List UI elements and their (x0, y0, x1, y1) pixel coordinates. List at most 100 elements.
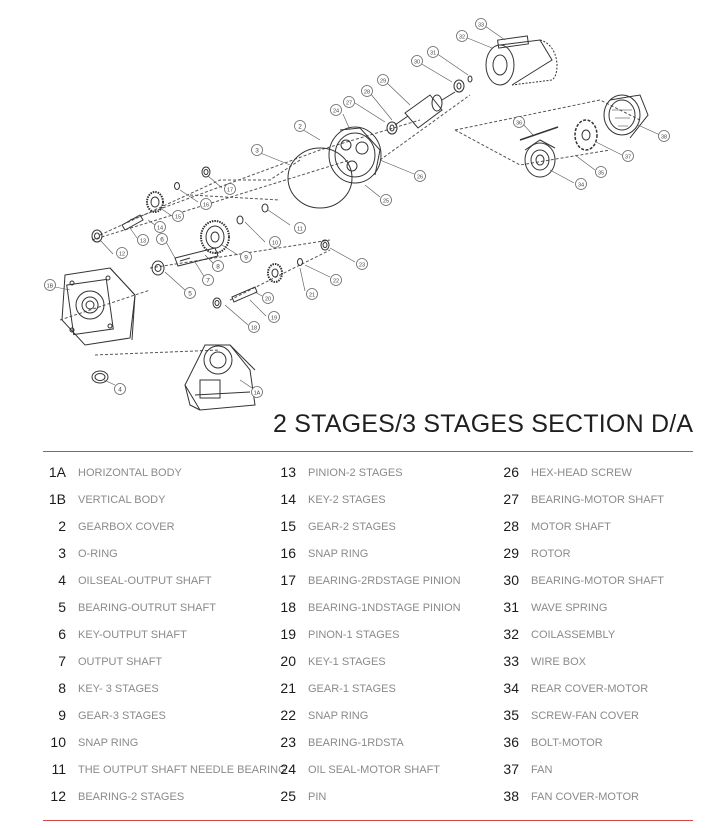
part-number: 22 (280, 707, 296, 723)
divider-bottom (43, 820, 693, 821)
callout-17: 17 (224, 183, 236, 195)
part-label: WIRE BOX (531, 656, 587, 668)
part-number: 4 (58, 572, 66, 588)
part-number: 32 (503, 626, 519, 642)
callout-11: 11 (294, 222, 306, 234)
part-number: 30 (503, 572, 519, 588)
part-label: HEX-HEAD SCREW (531, 467, 632, 479)
part-label: WAVE SPRING (531, 602, 608, 614)
callout-32: 32 (456, 30, 468, 42)
callout-7: 7 (202, 274, 214, 286)
svg-text:19: 19 (271, 315, 277, 321)
part-number: 17 (280, 572, 296, 588)
callout-38: 38 (658, 130, 670, 142)
part-number: 15 (280, 518, 296, 534)
svg-text:25: 25 (383, 198, 389, 204)
output-shaft-part (174, 247, 219, 267)
svg-text:24: 24 (333, 108, 339, 114)
part-number: 19 (280, 626, 296, 642)
part-number: 26 (503, 464, 519, 480)
svg-text:26: 26 (417, 174, 423, 180)
svg-text:8: 8 (216, 263, 220, 270)
divider-top (43, 451, 693, 452)
svg-text:37: 37 (625, 154, 631, 160)
callout-26: 26 (414, 170, 426, 182)
svg-text:31: 31 (430, 50, 436, 56)
part-number: 20 (280, 653, 296, 669)
part-number: 29 (503, 545, 519, 561)
callout-36: 36 (513, 116, 525, 128)
part-label: PIN (308, 791, 327, 803)
callout-4: 4 (114, 383, 126, 395)
part-number: 34 (503, 680, 519, 696)
rotor-part (386, 75, 473, 135)
part-label: VERTICAL BODY (78, 494, 166, 506)
pinion-1-part (231, 286, 258, 303)
svg-text:34: 34 (578, 182, 584, 188)
part-label: BOLT-MOTOR (531, 737, 603, 749)
callout-23: 23 (356, 258, 368, 270)
part-number: 1A (48, 464, 66, 480)
part-label: PINION-2 STAGES (308, 467, 403, 479)
callout-16: 16 (200, 198, 212, 210)
fan-cover-part (603, 94, 649, 139)
svg-text:33: 33 (478, 22, 484, 28)
pinion-2-part (121, 214, 144, 231)
part-number: 21 (280, 680, 296, 696)
part-number: 37 (503, 761, 519, 777)
callout-9: 9 (240, 251, 252, 263)
part-number: 16 (280, 545, 296, 561)
section-title: 2 STAGES/3 STAGES SECTION D/A (273, 410, 694, 438)
part-label: BEARING-MOTOR SHAFT (531, 494, 665, 506)
part-label: OIL SEAL-MOTOR SHAFT (308, 764, 441, 776)
part-number: 5 (58, 599, 66, 615)
part-label: GEAR-1 STAGES (308, 683, 396, 695)
svg-text:14: 14 (157, 225, 163, 231)
svg-text:35: 35 (598, 170, 604, 176)
part-number: 33 (503, 653, 519, 669)
callout-37: 37 (622, 150, 634, 162)
part-number: 13 (280, 464, 296, 480)
part-label: OUTPUT SHAFT (78, 656, 163, 668)
svg-text:29: 29 (380, 78, 386, 84)
gearbox-cover-part (328, 126, 382, 184)
part-label: SCREW-FAN COVER (531, 710, 639, 722)
callout-1B: 1B (44, 279, 56, 291)
part-number: 1B (48, 491, 66, 507)
part-label: FAN COVER-MOTOR (531, 791, 639, 803)
part-label: HORIZONTAL BODY (78, 467, 182, 479)
part-label: GEAR-3 STAGES (78, 710, 166, 722)
part-label: KEY- 3 STAGES (78, 683, 159, 695)
callout-5: 5 (184, 287, 196, 299)
svg-text:2: 2 (298, 123, 302, 130)
callout-15: 15 (172, 210, 184, 222)
part-label: SNAP RING (308, 548, 369, 560)
callout-3: 3 (251, 144, 263, 156)
svg-text:20: 20 (265, 296, 271, 302)
part-label: FAN (531, 764, 553, 776)
part-label: PINON-1 STAGES (308, 629, 400, 641)
rear-cover-part (524, 139, 556, 178)
svg-text:28: 28 (364, 89, 370, 95)
bearing-parts (91, 166, 330, 309)
part-number: 9 (58, 707, 66, 723)
svg-text:12: 12 (119, 251, 125, 257)
part-number: 7 (58, 653, 66, 669)
svg-text:7: 7 (206, 277, 210, 284)
part-number: 38 (503, 788, 519, 804)
part-label: BEARING-OUTRUT SHAFT (78, 602, 216, 614)
part-label: BEARING-1RDSTA (308, 737, 404, 749)
callout-34: 34 (575, 178, 587, 190)
callout-14: 14 (154, 221, 166, 233)
svg-text:27: 27 (346, 100, 352, 106)
part-label: KEY-1 STAGES (308, 656, 386, 668)
fan-part (574, 119, 598, 151)
callout-10: 10 (269, 236, 281, 248)
callout-33: 33 (475, 18, 487, 30)
part-number: 6 (58, 626, 66, 642)
part-number: 11 (51, 761, 66, 777)
callout-22: 22 (330, 274, 342, 286)
part-number: 14 (280, 491, 296, 507)
callout-28: 28 (361, 85, 373, 97)
part-number: 36 (503, 734, 519, 750)
